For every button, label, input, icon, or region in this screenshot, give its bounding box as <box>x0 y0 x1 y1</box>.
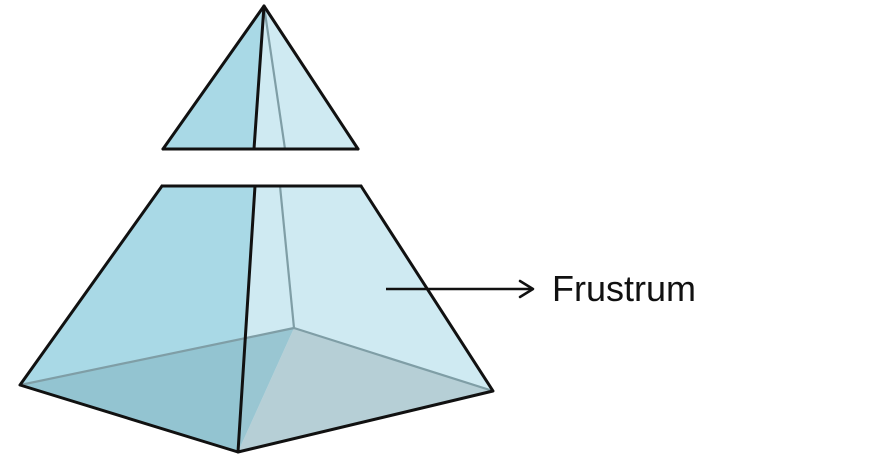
frustum-label: Frustrum <box>552 268 696 309</box>
frustum-solid <box>18 184 495 454</box>
label-arrow-head <box>518 279 535 299</box>
frustum-base-right <box>238 328 493 452</box>
frustum-hidden-base-left <box>19 326 295 387</box>
frustum-hidden-back-edge <box>278 185 296 329</box>
apex-pyramid-front-edge <box>252 4 266 151</box>
apex-pyramid <box>161 4 360 151</box>
frustum-label-group: Frustrum <box>386 268 696 309</box>
apex-pyramid-hidden-edge <box>262 5 287 150</box>
frustum-base-left <box>20 328 294 452</box>
frustum-hidden-base-right <box>293 326 494 393</box>
frustum-front-edge <box>236 184 257 454</box>
